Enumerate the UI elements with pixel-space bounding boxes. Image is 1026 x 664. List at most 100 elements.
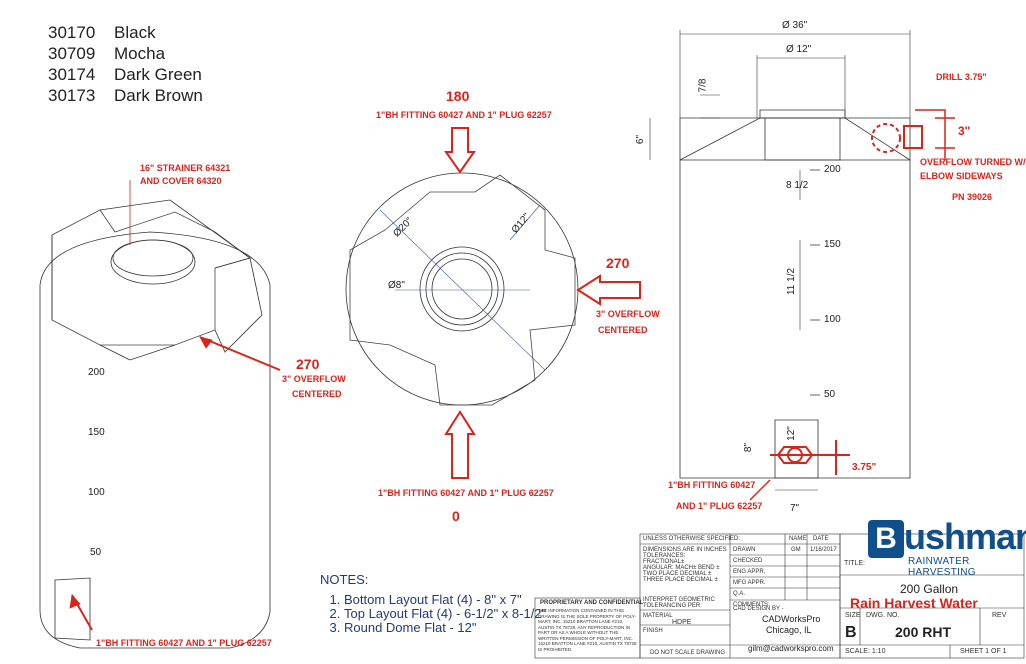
tb-cad-city: Chicago, IL [766, 625, 812, 635]
note-item: Top Layout Flat (4) - 6-1/2" x 8-1/2" [344, 607, 546, 621]
color-code-row: 30174 Dark Green [48, 64, 203, 85]
tb-three-place: THREE PLACE DECIMAL ± [643, 577, 718, 583]
color-name: Dark Brown [114, 86, 203, 105]
tb-rev-lbl: REV [992, 612, 1007, 619]
dim-8-half: 8 1/2 [786, 180, 809, 191]
tb-unless: UNLESS OTHERWISE SPECIFIED: [643, 536, 740, 542]
tb-product: Rain Harvest Water [850, 595, 978, 611]
strainer-callout-2: AND COVER 64320 [140, 176, 222, 186]
note-item: Round Dome Flat - 12" [344, 621, 546, 635]
tb-finish: FINISH [643, 628, 663, 634]
tb-qa: Q.A. [733, 591, 746, 597]
overflow-size: 3" [958, 124, 971, 138]
tb-size-lbl: SIZE [845, 612, 861, 619]
iso-overflow-label-2: CENTERED [292, 389, 342, 399]
top-angle-180: 180 [446, 88, 470, 104]
tb-prop-text: THE INFORMATION CONTAINED IN THIS DRAWIN… [538, 608, 637, 652]
overflow-turned-1: OVERFLOW TURNED W/ [920, 157, 1026, 167]
dim-12-fitting: 12" [785, 426, 797, 441]
tb-dwg-lbl: DWG. NO. [866, 612, 900, 619]
tb-material-lbl: MATERIAL [643, 613, 673, 619]
tb-tolerancing: TOLERANCING PER: [643, 603, 702, 609]
iso-mark-200: 200 [88, 367, 105, 378]
tb-drawn: DRAWN [733, 547, 756, 553]
note-item: Bottom Layout Flat (4) - 8" x 7" [344, 593, 546, 607]
color-code: 30174 [48, 65, 96, 84]
tb-angular: ANGULAR: MACH± BEND ± [643, 565, 720, 571]
side-mark-150: 150 [824, 239, 841, 250]
side-mark-50: 50 [824, 389, 836, 400]
tb-scale: SCALE: 1:10 [845, 648, 886, 655]
iso-mark-150: 150 [88, 427, 105, 438]
dim-7-8: 7/8 [697, 78, 709, 93]
tb-size: B [845, 624, 857, 641]
tb-drawn-date: 1/16/2017 [810, 547, 837, 553]
dim-8-fitting: 8" [743, 442, 755, 453]
iso-mark-100: 100 [88, 487, 105, 498]
iso-fitting-callout: 1"BH FITTING 60427 AND 1" PLUG 62257 [96, 638, 272, 648]
top-fitting-180: 1"BH FITTING 60427 AND 1" PLUG 62257 [376, 110, 552, 120]
tb-eng-appr: ENG APPR. [733, 569, 766, 575]
side-mark-100: 100 [824, 314, 841, 325]
tb-dims: DIMENSIONS ARE IN INCHES [643, 547, 727, 553]
tb-title-lbl: TITLE: [844, 560, 866, 567]
color-code: 30173 [48, 86, 96, 105]
part-number: PN 39026 [952, 192, 993, 202]
tb-cad-email: gilm@cadworkspro.com [748, 644, 834, 653]
side-fitting-2: AND 1" PLUG 62257 [676, 501, 763, 511]
strainer-callout-1: 16" STRAINER 64321 [140, 163, 231, 173]
side-fitting-1: 1"BH FITTING 60427 [668, 480, 756, 490]
tb-sheet: SHEET 1 OF 1 [960, 648, 1007, 655]
dim-8: Ø8" [388, 280, 405, 291]
dim-11-half: 11 1/2 [786, 267, 798, 296]
top-view [345, 127, 641, 479]
color-code: 30170 [48, 23, 96, 42]
notes-list: Bottom Layout Flat (4) - 8" x 7"Top Layo… [320, 593, 546, 635]
dim-7-fitting: 7" [790, 503, 800, 514]
tb-tolerances: TOLERANCES: [643, 553, 686, 559]
color-code-row: 30170 Black [48, 22, 203, 43]
tb-cad-by: CAD DESIGN BY - [733, 606, 784, 612]
top-angle-270: 270 [606, 255, 630, 271]
tb-gallon: 200 Gallon [900, 582, 959, 596]
tb-mfg-appr: MFG APPR. [733, 580, 766, 586]
color-code: 30709 [48, 44, 96, 63]
tb-material: HDPE [672, 619, 692, 626]
iso-mark-50: 50 [90, 547, 102, 558]
tb-two-place: TWO PLACE DECIMAL ± [643, 571, 712, 577]
top-angle-0: 0 [452, 508, 460, 524]
tb-date-hdr: DATE [813, 536, 829, 542]
tb-dont-scale: DO NOT SCALE DRAWING [650, 650, 726, 656]
tb-fractional: FRACTIONAL± [643, 559, 685, 565]
color-code-row: 30173 Dark Brown [48, 85, 203, 106]
isometric-tank-view [39, 180, 281, 649]
tb-checked: CHECKED [733, 558, 763, 564]
dim-36: Ø 36" [782, 20, 808, 31]
side-mark-200: 200 [824, 164, 841, 175]
logo-tagline: RAINWATER HARVESTING [908, 556, 976, 578]
tb-interpret: INTERPRET GEOMETRIC [643, 597, 715, 603]
side-view [649, 30, 955, 501]
drill-callout: DRILL 3.75" [936, 72, 987, 82]
tb-comments: COMMENTS: [733, 602, 770, 608]
fitting-size: 3.75" [852, 462, 877, 473]
dim-12-side: Ø 12" [786, 44, 812, 55]
iso-overflow-label-1: 3" OVERFLOW [282, 374, 346, 384]
top-fitting-0: 1"BH FITTING 60427 AND 1" PLUG 62257 [378, 488, 554, 498]
tb-drawn-name: GM [791, 547, 801, 553]
dim-6: 6" [635, 134, 647, 145]
iso-overflow-angle: 270 [296, 356, 320, 372]
notes-block: NOTES: Bottom Layout Flat (4) - 8" x 7"T… [320, 572, 546, 635]
tb-name-hdr: NAME [789, 536, 807, 542]
tb-prop-title: PROPRIETARY AND CONFIDENTIAL [540, 600, 644, 606]
top-overflow-label-1: 3" OVERFLOW [596, 309, 660, 319]
color-name: Dark Green [114, 65, 202, 84]
color-name: Black [114, 23, 156, 42]
tb-dwg-no: 200 RHT [895, 624, 952, 640]
top-overflow-label-2: CENTERED [598, 325, 648, 335]
overflow-turned-2: ELBOW SIDEWAYS [920, 171, 1003, 181]
bushman-logo-icon: B [868, 520, 904, 558]
title-block [534, 533, 1025, 659]
